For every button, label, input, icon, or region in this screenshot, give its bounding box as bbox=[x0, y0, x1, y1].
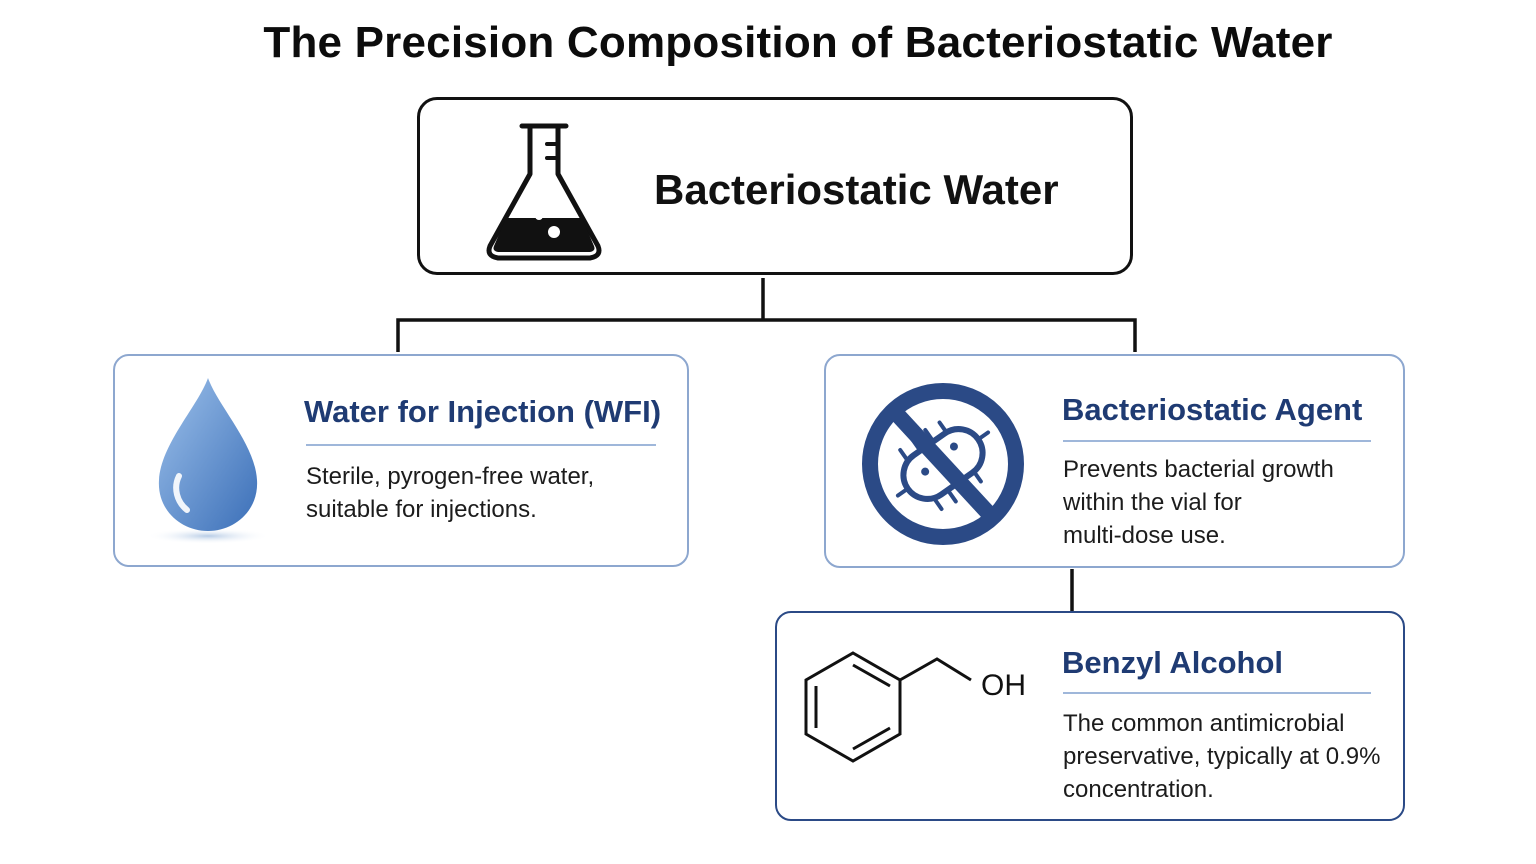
root-label: Bacteriostatic Water bbox=[654, 166, 1059, 213]
wfi-description: Sterile, pyrogen-free water, suitable fo… bbox=[306, 463, 595, 523]
benzyl-title: Benzyl Alcohol bbox=[1062, 645, 1284, 680]
wfi-title: Water for Injection (WFI) bbox=[304, 394, 662, 429]
wfi-divider bbox=[306, 444, 656, 446]
water-drop-icon bbox=[146, 378, 270, 544]
benzyl-card: OH Benzyl Alcohol The common antimicrobi… bbox=[775, 611, 1405, 821]
wfi-card: Water for Injection (WFI) Sterile, pyrog… bbox=[113, 354, 689, 567]
agent-card: Bacteriostatic Agent Prevents bacterial … bbox=[824, 354, 1405, 568]
agent-description: Prevents bacterial growth within the via… bbox=[1063, 456, 1334, 549]
benzyl-alcohol-structure-icon bbox=[804, 651, 972, 763]
agent-divider bbox=[1063, 440, 1371, 442]
benzyl-description: The common antimicrobial preservative, t… bbox=[1063, 710, 1381, 803]
benzyl-divider bbox=[1063, 692, 1371, 694]
no-bacteria-icon bbox=[862, 383, 1024, 545]
flask-icon bbox=[486, 123, 602, 261]
agent-title: Bacteriostatic Agent bbox=[1062, 392, 1363, 427]
oh-label: OH bbox=[981, 669, 1026, 702]
page-title: The Precision Composition of Bacteriosta… bbox=[263, 18, 1333, 67]
root-node: Bacteriostatic Water bbox=[417, 97, 1133, 275]
